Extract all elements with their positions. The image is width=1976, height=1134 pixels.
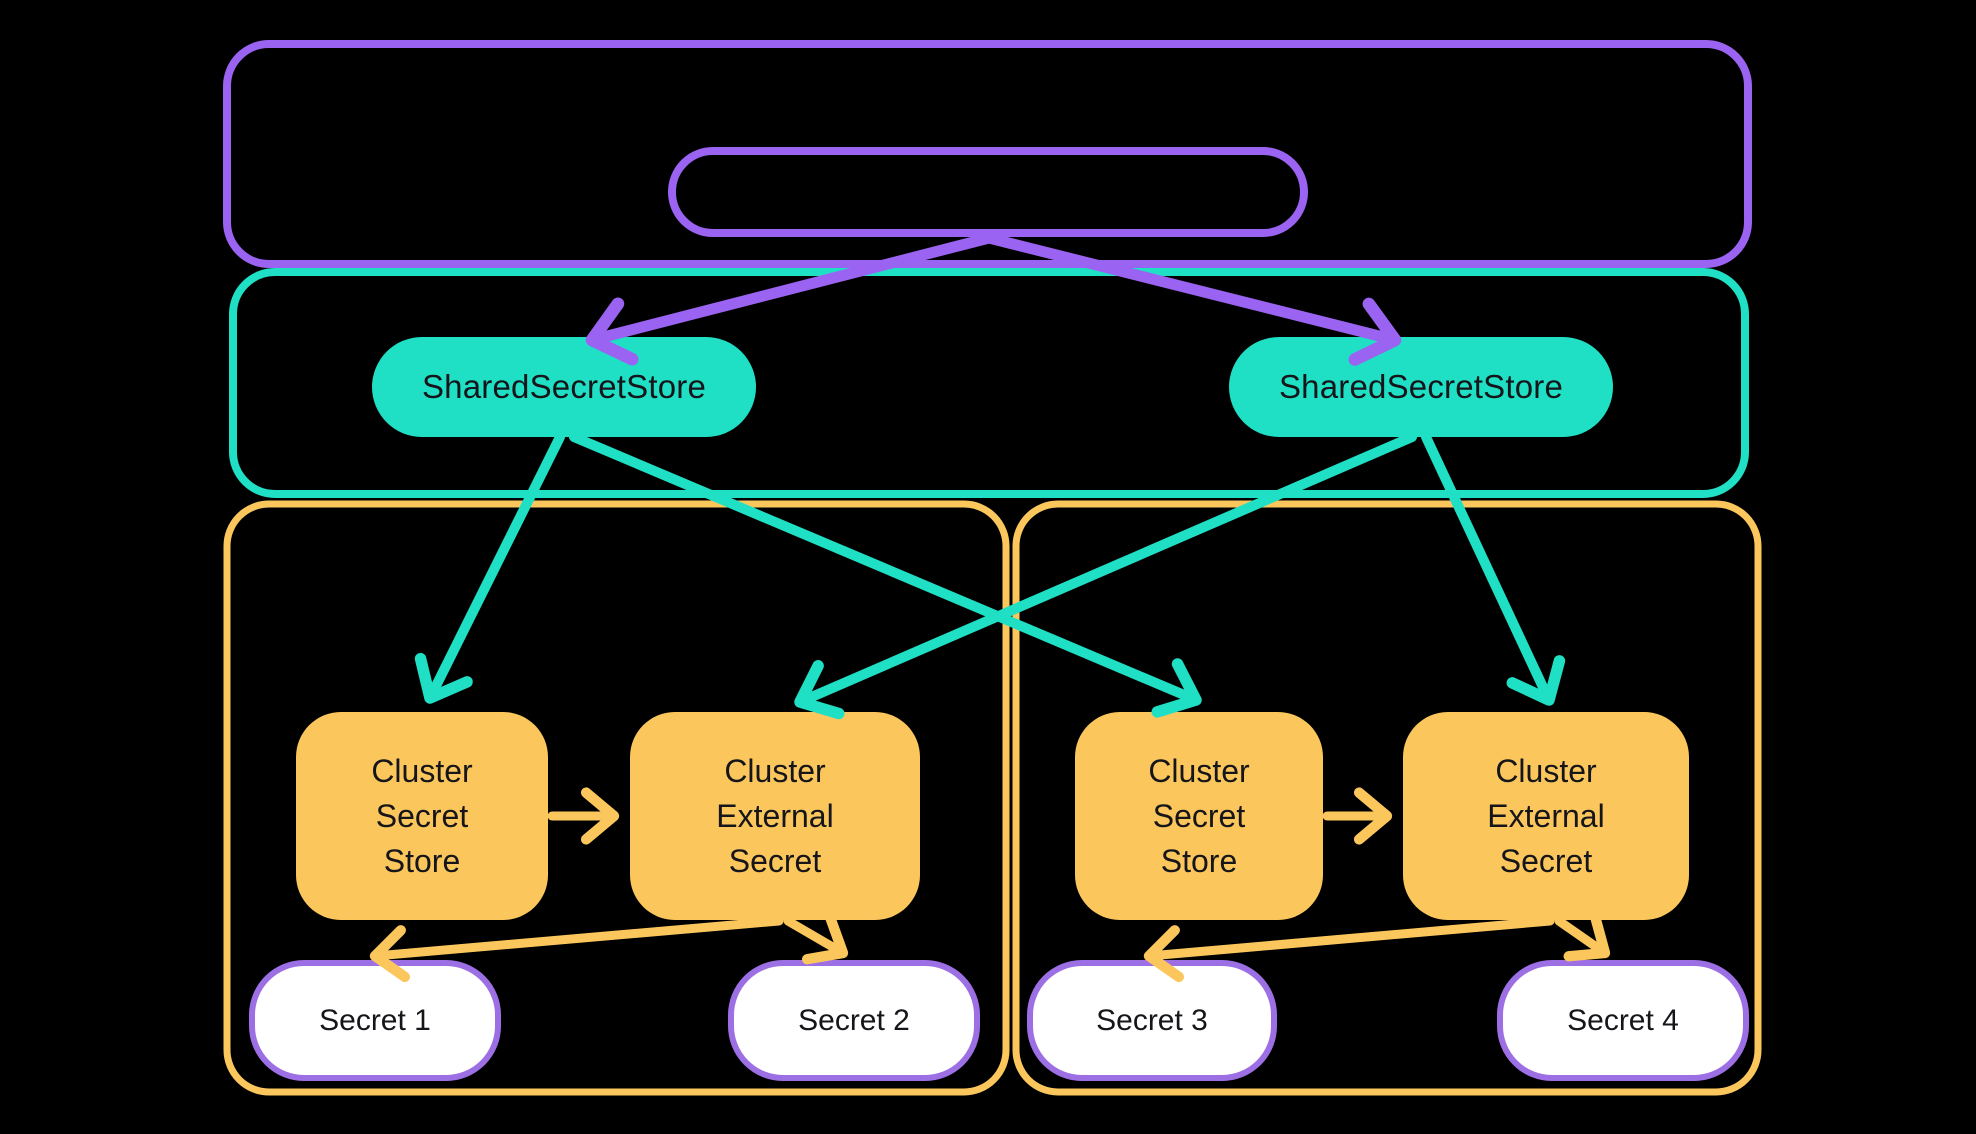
cluster-2-secret-store-node [1075,712,1323,920]
arrow-management-to-right-store [983,232,1402,366]
workload-cluster-1-box [223,500,1010,1096]
arrow-cluster1-external-to-secret1 [369,916,784,983]
management-pill [668,147,1308,237]
shared-stores-box [229,268,1749,498]
shared-secret-store-right-pill [1229,337,1613,437]
arrow-cluster2-external-to-secret4 [1554,912,1611,962]
arrow-leftstore-to-cluster2-secretstore [569,432,1202,718]
shared-secret-store-left-pill [372,337,756,437]
cluster-2-external-secret-node [1403,712,1689,920]
secret-2-pill [728,960,980,1081]
cluster-1-external-secret-node [630,712,920,920]
secret-4-pill [1497,960,1749,1081]
management-cluster-box [223,40,1752,268]
workload-cluster-2-box [1012,500,1762,1096]
secret-1-pill [249,960,501,1081]
arrow-rightstore-to-cluster2-externalsecret [1421,432,1566,706]
secret-3-pill [1027,960,1277,1081]
arrow-cluster1-external-to-secret2 [783,913,849,965]
arrow-leftstore-to-cluster1-secretstore [414,432,565,704]
arrow-management-to-left-store [585,232,995,366]
arrow-cluster2-external-to-secret3 [1143,916,1555,983]
arrow-rightstore-to-cluster1-externalsecret [794,432,1417,720]
cluster-1-secret-store-node [296,712,548,920]
